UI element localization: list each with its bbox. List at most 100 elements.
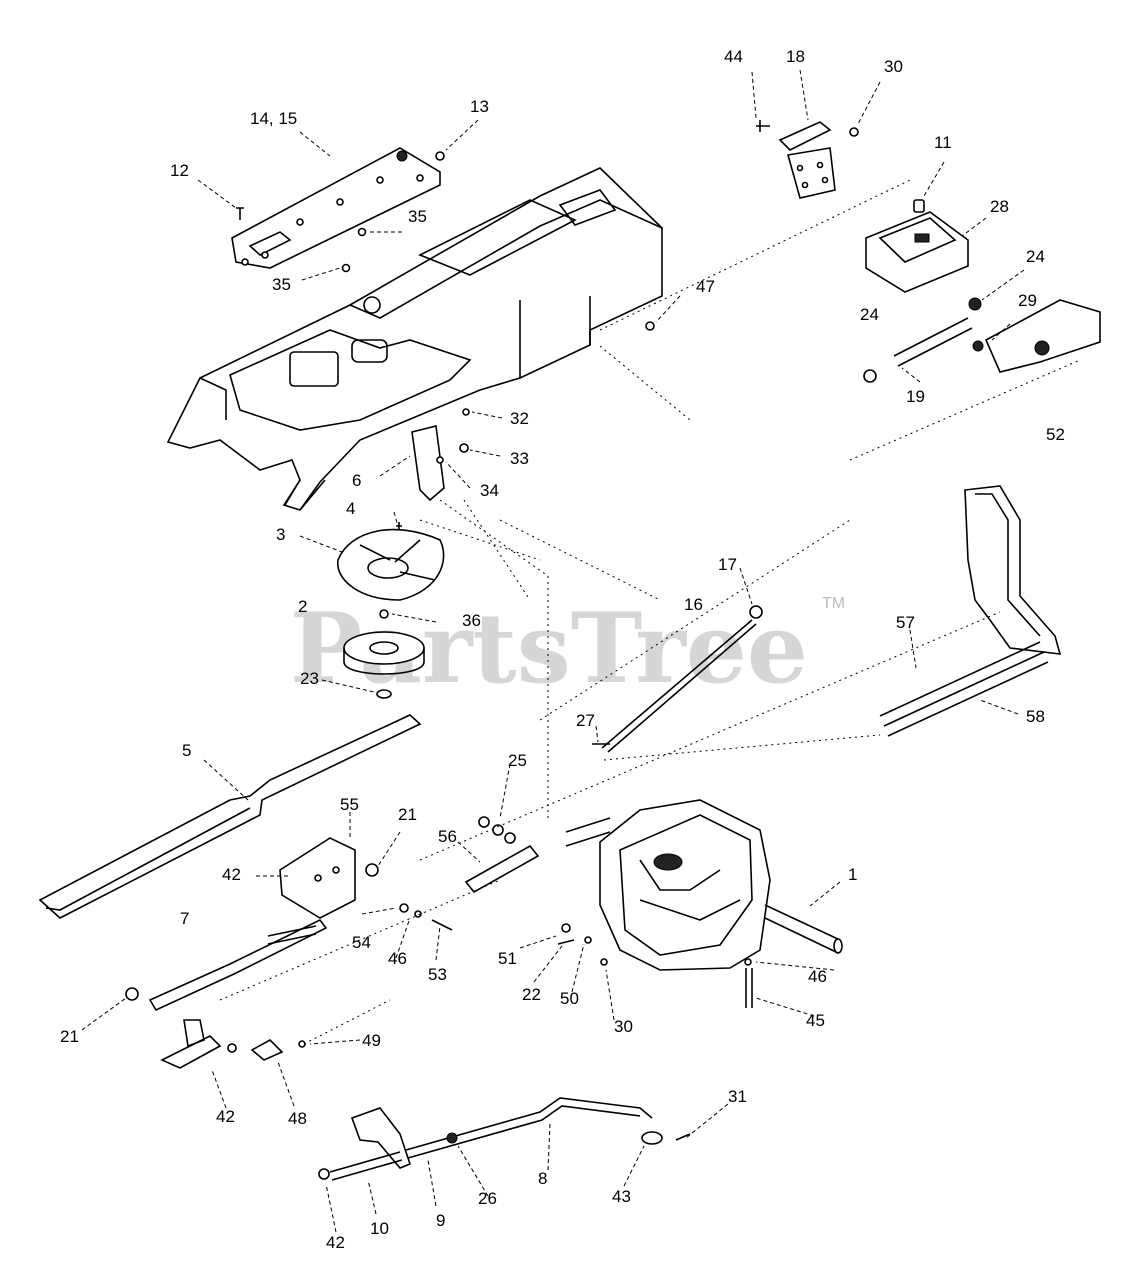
bracket-42b-part[interactable] <box>160 1019 222 1069</box>
callout-21: 21 <box>60 1027 79 1046</box>
bolt-12-part[interactable] <box>236 207 244 220</box>
washer-4-part[interactable] <box>396 522 402 530</box>
callout-52: 52 <box>1046 425 1065 444</box>
nut-35b-part[interactable] <box>341 263 351 273</box>
bolt-53-part[interactable] <box>431 919 453 931</box>
belt-5-part[interactable] <box>38 714 422 919</box>
callout-35: 35 <box>272 275 291 294</box>
callout-23: 23 <box>300 669 319 688</box>
nut-13-part[interactable] <box>435 151 445 161</box>
callout-22: 22 <box>522 985 541 1004</box>
cap-17-part[interactable] <box>749 605 763 619</box>
rod-8-part[interactable] <box>405 1097 653 1159</box>
nut-42c-part[interactable] <box>318 1168 330 1180</box>
bolt-34-part[interactable] <box>436 456 444 464</box>
callout-26: 26 <box>478 1189 497 1208</box>
callout-30: 30 <box>614 1017 633 1036</box>
bolt-11-part[interactable] <box>913 199 925 213</box>
bracket-9-part[interactable] <box>350 1107 411 1169</box>
callout-25: 25 <box>508 751 527 770</box>
washer-23-part[interactable] <box>376 689 392 699</box>
callout-36: 36 <box>462 611 481 630</box>
bushing-24a-part[interactable] <box>968 297 982 311</box>
callout-17: 17 <box>718 555 737 574</box>
washer-32-part[interactable] <box>462 408 470 416</box>
callout-57: 57 <box>896 613 915 632</box>
pin-45-part[interactable] <box>745 968 753 1008</box>
bolt-44-part[interactable] <box>756 120 770 132</box>
callout-24: 24 <box>1026 247 1045 266</box>
callout-51: 51 <box>498 949 517 968</box>
frame-part[interactable] <box>166 167 663 511</box>
ferrule-43-part[interactable] <box>641 1131 663 1145</box>
callout-9: 9 <box>436 1211 445 1230</box>
callout-3: 3 <box>276 525 285 544</box>
callout-24: 24 <box>860 305 879 324</box>
collar-26-part[interactable] <box>446 1132 458 1144</box>
cover-plate-part[interactable] <box>231 147 441 269</box>
callout-28: 28 <box>990 197 1009 216</box>
watermark-trademark: TM <box>822 595 845 612</box>
pedal-pad-28-part[interactable] <box>865 211 969 293</box>
washer-46b-part[interactable] <box>744 958 752 966</box>
callout-43: 43 <box>612 1187 631 1206</box>
washer-46a-part[interactable] <box>414 910 422 918</box>
pivot-48-part[interactable] <box>250 1039 284 1061</box>
fan-3-part[interactable] <box>337 528 445 601</box>
callout-46: 46 <box>808 967 827 986</box>
callout-55: 55 <box>340 795 359 814</box>
callout-10: 10 <box>370 1219 389 1238</box>
callout-18: 18 <box>786 47 805 66</box>
callout-12: 12 <box>170 161 189 180</box>
bracket-55-part[interactable] <box>279 837 356 919</box>
link-56-part[interactable] <box>464 844 540 894</box>
callout-16: 16 <box>684 595 703 614</box>
bushing-24b-part[interactable] <box>863 369 877 383</box>
nut-33-part[interactable] <box>459 443 469 453</box>
rod-16-part[interactable] <box>601 619 757 753</box>
callout-13: 13 <box>470 97 489 116</box>
callout-32: 32 <box>510 409 529 428</box>
callout-35: 35 <box>408 207 427 226</box>
rod-10-part[interactable] <box>329 1151 403 1181</box>
callout-27: 27 <box>576 711 595 730</box>
bracket-18-part[interactable] <box>778 121 836 199</box>
callout-53: 53 <box>428 965 447 984</box>
callout-5: 5 <box>182 741 191 760</box>
arm-7-part[interactable] <box>148 918 328 1012</box>
spacer-21b-part[interactable] <box>125 987 139 1001</box>
callout-labels: 44 18 30 13 14, 15 12 35 35 11 28 24 24 … <box>60 47 1065 1252</box>
pin-22-part[interactable] <box>557 939 575 945</box>
callout-21: 21 <box>398 805 417 824</box>
callout-1: 1 <box>848 865 857 884</box>
nut-30b-part[interactable] <box>600 958 608 966</box>
callout-33: 33 <box>510 449 529 468</box>
nut-51-part[interactable] <box>561 923 571 933</box>
shaft-19-part[interactable] <box>893 317 973 367</box>
washer-50-part[interactable] <box>584 936 592 944</box>
callout-42: 42 <box>222 865 241 884</box>
callout-4: 4 <box>346 499 355 518</box>
pedal-29-part[interactable] <box>984 299 1101 373</box>
callout-2: 2 <box>298 597 307 616</box>
rod-58-part[interactable] <box>879 641 1049 737</box>
transaxle-1-part[interactable] <box>565 799 843 971</box>
clip-31-part[interactable] <box>675 1133 691 1141</box>
bushing-29b-part[interactable] <box>972 340 984 352</box>
nut-48b-part[interactable] <box>227 1043 237 1053</box>
callout-42: 42 <box>216 1107 235 1126</box>
pulley-2-part[interactable] <box>343 631 425 675</box>
nut-36-part[interactable] <box>379 609 389 619</box>
spacer-21a-part[interactable] <box>365 863 379 877</box>
bracket-6-part[interactable] <box>411 425 445 502</box>
bushing-25-part[interactable] <box>478 816 516 844</box>
nut-35a-part[interactable] <box>357 227 367 237</box>
bolt-54-part[interactable] <box>399 903 409 913</box>
nut-30a-part[interactable] <box>849 127 859 137</box>
callout-45: 45 <box>806 1011 825 1030</box>
callout-8: 8 <box>538 1169 547 1188</box>
callout-6: 6 <box>352 471 361 490</box>
lever-57-part[interactable] <box>964 485 1062 655</box>
bolt-47-part[interactable] <box>645 321 655 331</box>
